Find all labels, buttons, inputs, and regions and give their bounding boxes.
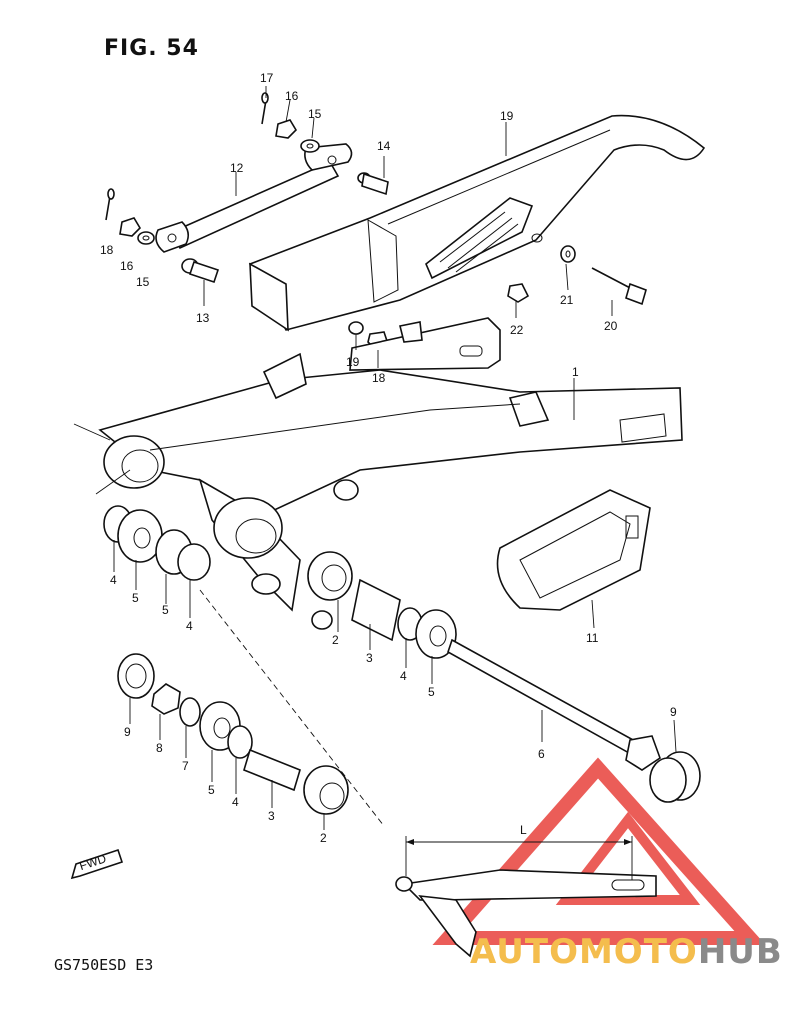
callout-5-c: 5 [428,685,435,699]
fwd-arrow: FWD [70,848,124,880]
model-label: GS750ESD E3 [54,956,154,974]
fasteners-upper [105,92,647,351]
callout-4-c: 4 [400,669,407,683]
callout-5-b: 5 [162,603,169,617]
callout-5-d: 5 [208,783,215,797]
callout-11: 12 [230,161,244,175]
callout-16-left: 18 [100,243,114,257]
callout-13: 14 [377,139,391,153]
swingarm [98,352,683,630]
callout-21: 21 [560,293,574,307]
callout-7: 7 [182,759,189,773]
bearing-stack-left [103,505,211,581]
bearing-stack-lower [151,683,349,815]
pivot-cap [117,653,701,803]
callout-19: 19 [346,355,360,369]
callout-10: 11 [586,631,599,645]
leader-lines [113,86,677,830]
callout-14-top: 15 [308,107,322,121]
callout-17: 19 [500,109,514,123]
callout-9-right: 9 [670,705,677,719]
pivot-axle [447,638,661,771]
assembly-guides [73,423,385,827]
callout-4-a: 4 [110,573,117,587]
callout-8: 8 [156,741,163,755]
callout-3-b: 3 [268,809,275,823]
torque-link [155,143,353,253]
callout-22: 22 [510,323,524,337]
callout-14-left: 15 [136,275,150,289]
callout-20: 20 [604,319,618,333]
callout-16-top: 17 [260,71,274,85]
callout-2-b: 2 [320,831,327,845]
callout-6: 6 [538,747,545,761]
callout-4-b: 4 [186,619,193,633]
callout-15-top: 16 [285,89,299,103]
callout-5-a: 5 [132,591,139,605]
chain-buffer [496,489,651,611]
callout-15-left: 16 [120,259,134,273]
callout-1: 1 [572,365,579,379]
chain-guide [349,317,501,371]
bearing-stack-right [307,551,457,659]
callout-12: 13 [196,311,210,325]
watermark-text: AUTOMOTOHUB [470,932,783,972]
callout-9-left: 9 [124,725,131,739]
watermark-text-right: HUB [697,932,783,972]
callout-4-d: 4 [232,795,239,809]
watermark-text-left: AUTOMOTO [470,932,698,972]
callouts: 17 16 15 12 14 19 18 16 15 13 22 21 20 1… [100,71,677,845]
figure-title: FIG. 54 [104,36,199,61]
callout-18: 18 [372,371,386,385]
callout-3-a: 3 [366,651,373,665]
callout-2-a: 2 [332,633,339,647]
chain-case [248,114,706,332]
dimension-view: L [395,823,657,958]
watermark-logo [432,757,766,945]
dimension-label: L [520,823,527,837]
